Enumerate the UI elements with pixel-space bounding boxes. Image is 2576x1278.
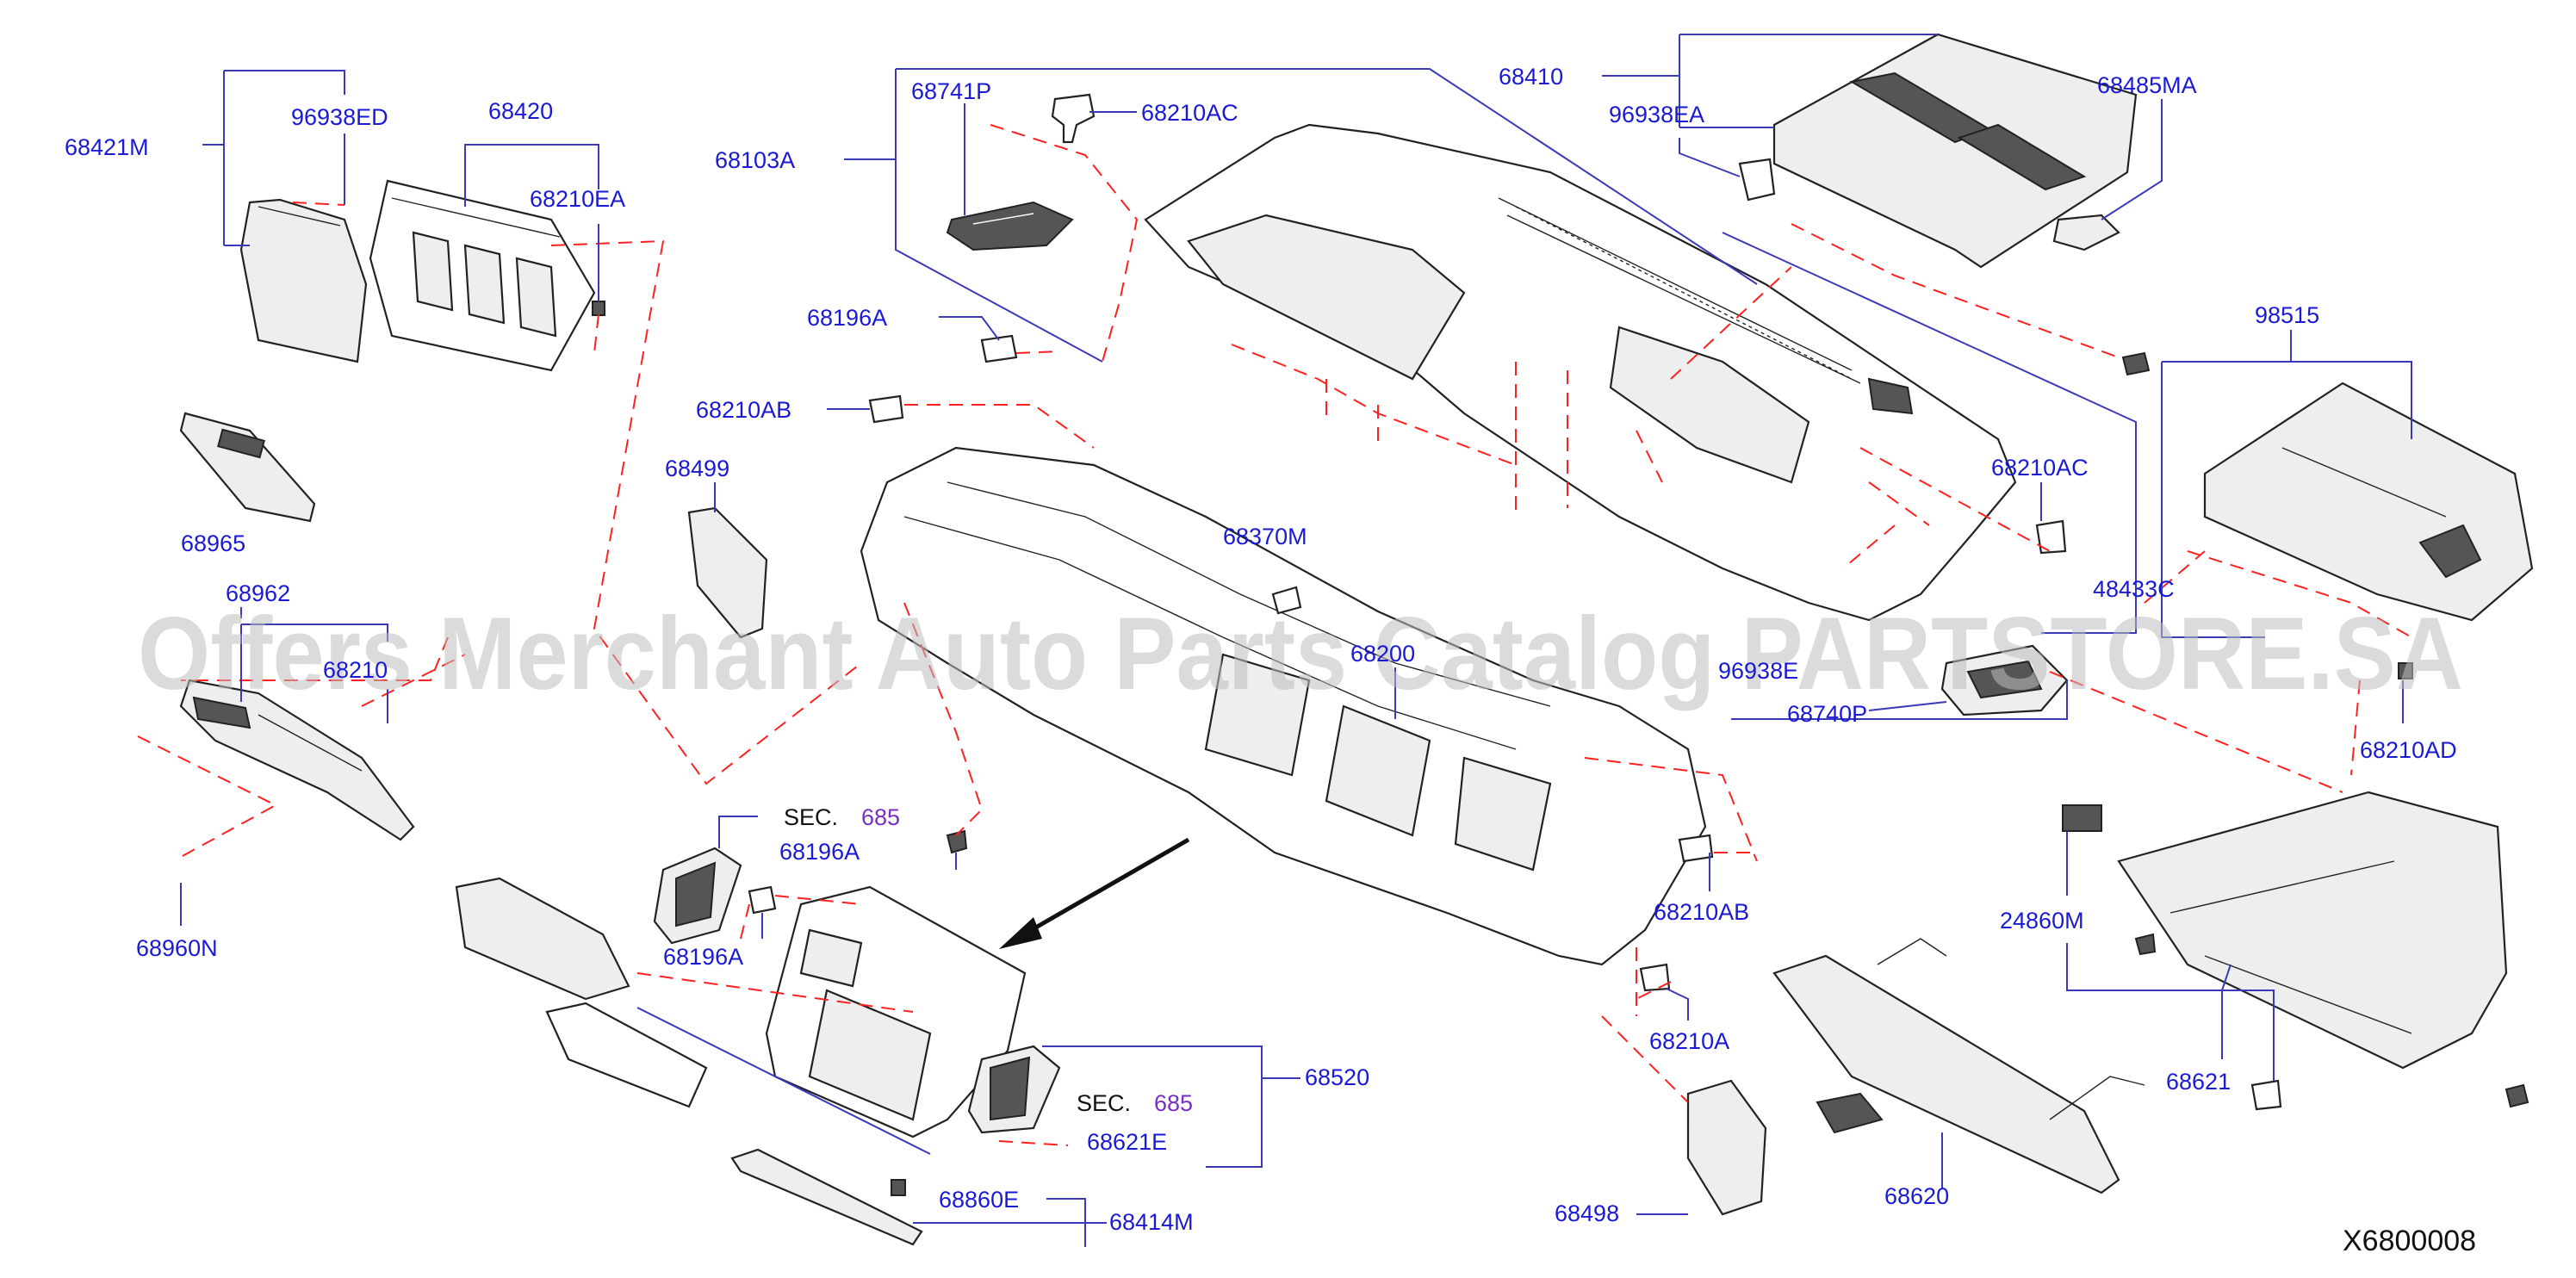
screw-68196A-top xyxy=(980,334,1018,363)
label-68620[interactable]: 68620 xyxy=(1884,1183,1949,1209)
label-48433C[interactable]: 48433C xyxy=(2093,576,2175,602)
clip-68210EA xyxy=(592,301,605,316)
leader-lines xyxy=(180,34,2412,1247)
label-68498[interactable]: 68498 xyxy=(1555,1200,1619,1226)
label-68210AC-top[interactable]: 68210AC xyxy=(1141,100,1238,126)
clip-96938EA xyxy=(1738,158,1776,202)
label-68210AD[interactable]: 68210AD xyxy=(2360,737,2457,763)
part-labels: 68421M 96938ED 68420 68210EA 68965 68962… xyxy=(65,64,2476,1257)
part-68200-frame xyxy=(860,446,1707,966)
label-68621[interactable]: 68621 xyxy=(2166,1069,2231,1095)
label-68196A-low[interactable]: 68196A xyxy=(663,944,743,970)
screw-glovebox-3 xyxy=(2505,1083,2529,1108)
clip-68210AD xyxy=(2398,662,2413,679)
label-68960N[interactable]: 68960N xyxy=(136,935,218,961)
clip-68210AC-top xyxy=(1051,93,1096,144)
label-sec-prefix-lower: SEC. xyxy=(1077,1090,1131,1116)
label-68485MA[interactable]: 68485MA xyxy=(2097,72,2197,98)
part-68421M-lid xyxy=(239,198,368,363)
part-24860M xyxy=(2062,804,2102,832)
clip-68210AB-left xyxy=(868,394,904,424)
clip-68210A xyxy=(1639,963,1671,992)
part-68414M-finisher xyxy=(730,1148,923,1246)
label-68210AB-left[interactable]: 68210AB xyxy=(696,397,791,423)
label-68210AC-right[interactable]: 68210AC xyxy=(1991,455,2089,481)
part-68960N-finisher xyxy=(179,679,415,841)
part-68621E-vent xyxy=(967,1045,1061,1134)
assembly-guide-lines xyxy=(137,124,2412,1146)
label-24860M[interactable]: 24860M xyxy=(2000,908,2084,934)
label-68621E[interactable]: 68621E xyxy=(1087,1129,1167,1155)
label-68370M[interactable]: 68370M xyxy=(1223,524,1307,549)
label-68421M[interactable]: 68421M xyxy=(65,134,149,160)
label-96938ED[interactable]: 96938ED xyxy=(291,104,388,130)
label-68414M[interactable]: 68414M xyxy=(1109,1209,1194,1235)
part-68103A-upper-panel xyxy=(1144,123,2017,622)
clip-68370M xyxy=(1271,586,1302,615)
part-68498-cover xyxy=(1686,1079,1767,1216)
part-68520-finisher xyxy=(765,885,1027,1138)
label-68410[interactable]: 68410 xyxy=(1499,64,1563,90)
part-68420-bracket xyxy=(369,179,596,372)
clip-68210AC-right xyxy=(2035,519,2067,555)
label-68210A[interactable]: 68210A xyxy=(1649,1028,1729,1054)
label-68962[interactable]: 68962 xyxy=(226,580,290,606)
label-sec-prefix-upper: SEC. xyxy=(784,804,838,830)
screw-98515 xyxy=(2121,351,2151,376)
label-96938EA[interactable]: 96938EA xyxy=(1609,102,1704,127)
part-left-pocket xyxy=(455,877,708,1108)
label-98515[interactable]: 98515 xyxy=(2255,302,2319,328)
label-68860E[interactable]: 68860E xyxy=(939,1187,1019,1213)
label-68740P[interactable]: 68740P xyxy=(1787,701,1867,727)
label-68499[interactable]: 68499 xyxy=(665,456,729,481)
clip-68210AB-right xyxy=(1678,834,1714,863)
part-68965-panel xyxy=(179,412,316,523)
part-68620-glovebox-lid xyxy=(1772,938,2145,1194)
label-68210EA[interactable]: 68210EA xyxy=(530,186,625,212)
screw-glovebox-2 xyxy=(2250,1079,2282,1111)
direction-arrow xyxy=(999,837,1190,949)
part-98515-airbag xyxy=(2203,382,2534,622)
part-68485MA xyxy=(2052,214,2120,251)
watermark-text: Offers Merchant Auto Parts Catalog PARTS… xyxy=(138,596,2463,711)
label-68420[interactable]: 68420 xyxy=(488,98,553,124)
label-68210-partial[interactable]: 68210 xyxy=(323,657,388,683)
label-68741P[interactable]: 68741P xyxy=(911,78,991,104)
label-68965[interactable]: 68965 xyxy=(181,530,245,556)
diagram-reference-code: X6800008 xyxy=(2343,1225,2476,1257)
label-68520[interactable]: 68520 xyxy=(1305,1064,1369,1090)
part-68740P-vent xyxy=(1940,644,2069,717)
label-sec-number-upper[interactable]: 685 xyxy=(861,804,900,830)
label-68103A[interactable]: 68103A xyxy=(715,147,795,173)
label-68200[interactable]: 68200 xyxy=(1350,641,1415,667)
label-68196A-mid[interactable]: 68196A xyxy=(779,839,860,865)
label-68210AB-right[interactable]: 68210AB xyxy=(1654,899,1749,925)
screw-68196A-low xyxy=(748,885,777,915)
label-sec-number-lower[interactable]: 685 xyxy=(1154,1090,1193,1116)
label-96938E[interactable]: 96938E xyxy=(1718,658,1798,684)
screw-glovebox-1 xyxy=(2134,933,2157,956)
label-68196A-top[interactable]: 68196A xyxy=(807,305,887,331)
part-68410-top-cover xyxy=(1772,33,2138,269)
part-center-vent-upper xyxy=(653,847,742,945)
clip-68860E xyxy=(891,1179,906,1196)
part-68741P-vent xyxy=(946,201,1074,251)
part-68621-glovebox xyxy=(2117,791,2508,1070)
